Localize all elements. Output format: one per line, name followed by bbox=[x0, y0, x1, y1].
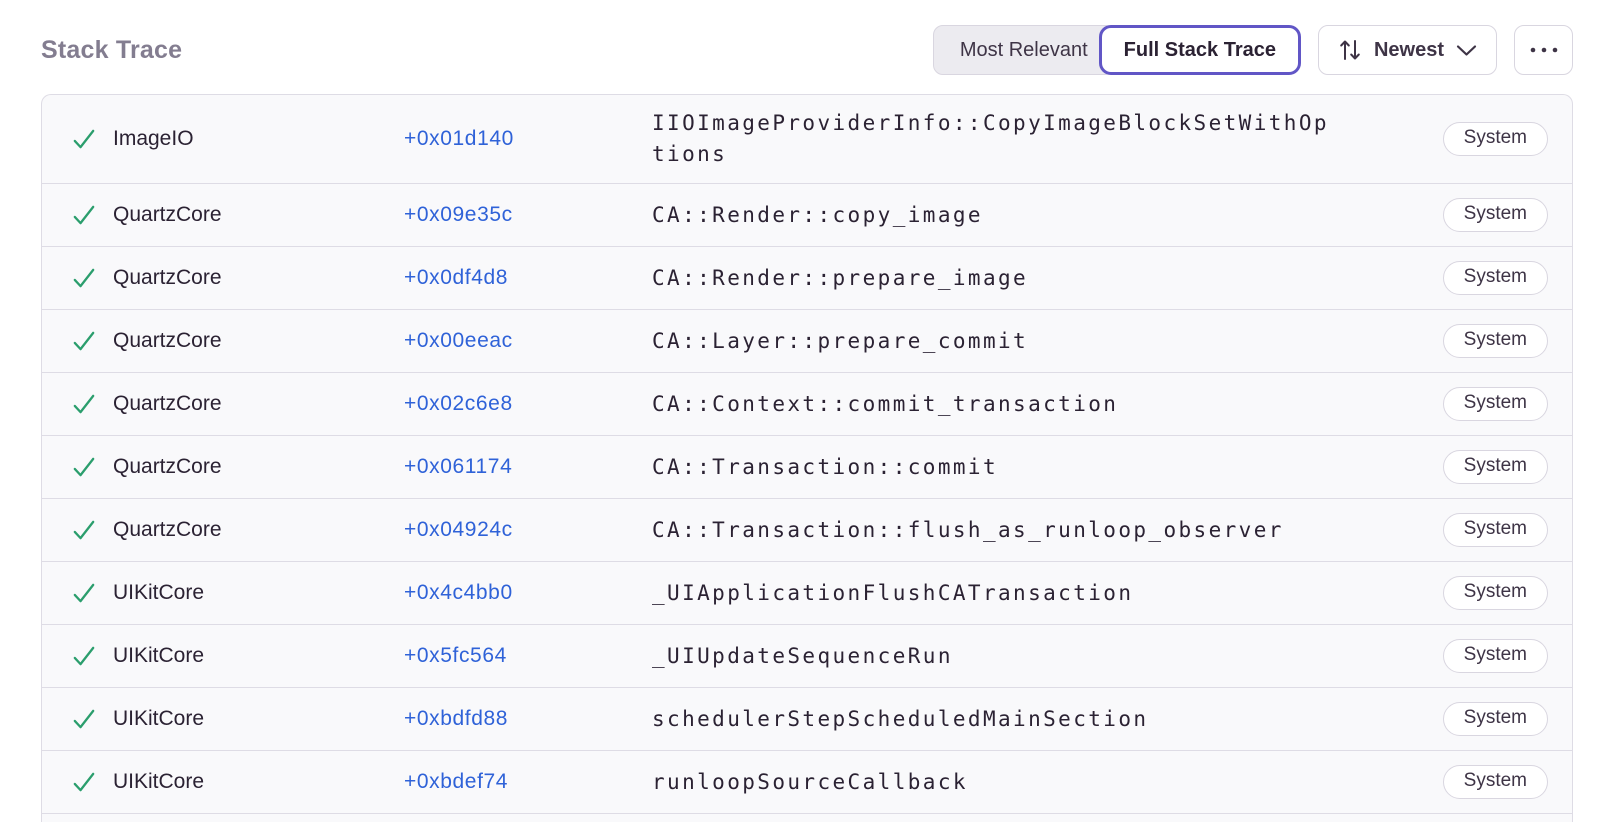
frame-badge: System bbox=[1442, 387, 1548, 421]
frame-function: CA::Layer::prepare_commit bbox=[652, 328, 1029, 353]
stack-frame-row[interactable]: UIKitCore +0x5fc564 _UIUpdateSequenceRun… bbox=[42, 624, 1572, 687]
full-stack-trace-button[interactable]: Full Stack Trace bbox=[1098, 25, 1301, 75]
frame-module: ImageIO bbox=[113, 127, 194, 150]
frame-offset-link[interactable]: +0x4c4bb0 bbox=[404, 581, 513, 604]
stack-frame-row[interactable]: UIKitCore +0x4c4bb0 _UIApplicationFlushC… bbox=[42, 561, 1572, 624]
frame-status-check-icon bbox=[71, 328, 97, 354]
frame-status-check-icon bbox=[71, 580, 97, 606]
toolbar-controls: Most Relevant Full Stack Trace Newest bbox=[932, 25, 1573, 75]
frame-function: CA::Transaction::flush_as_runloop_observ… bbox=[652, 517, 1284, 542]
frame-offset-link[interactable]: +0xbdef74 bbox=[404, 770, 509, 793]
frame-offset-link[interactable]: +0x5fc564 bbox=[404, 644, 507, 667]
frame-offset-link[interactable]: +0x0df4d8 bbox=[404, 266, 509, 289]
frame-status-check-icon bbox=[71, 643, 97, 669]
frame-function: schedulerStepScheduledMainSection bbox=[652, 706, 1149, 731]
frame-badge: System bbox=[1442, 765, 1548, 799]
sort-dropdown-label: Newest bbox=[1373, 38, 1444, 61]
frame-module: UIKitCore bbox=[113, 770, 205, 793]
sort-arrows-icon bbox=[1338, 37, 1362, 63]
frame-badge: System bbox=[1442, 702, 1548, 736]
page-title: Stack Trace bbox=[41, 35, 183, 64]
frame-module: QuartzCore bbox=[113, 455, 222, 478]
frame-function: IIOImageProviderInfo::CopyImageBlockSetW… bbox=[652, 111, 1329, 166]
frame-module: UIKitCore bbox=[113, 581, 205, 604]
frame-offset-link[interactable]: +0x09e35c bbox=[404, 203, 513, 226]
stack-trace-toolbar: Stack Trace Most Relevant Full Stack Tra… bbox=[41, 24, 1573, 76]
stack-frame-row[interactable]: ImageIO +0x01d140 IIOImageProviderInfo::… bbox=[42, 95, 1572, 183]
frame-function: _UIApplicationFlushCATransaction bbox=[652, 580, 1134, 605]
frame-badge: System bbox=[1442, 513, 1548, 547]
most-relevant-label: Most Relevant bbox=[959, 38, 1088, 61]
frame-status-check-icon bbox=[71, 769, 97, 795]
system-badge: System bbox=[1442, 324, 1548, 358]
frame-status-check-icon bbox=[71, 454, 97, 480]
frame-badge: System bbox=[1442, 450, 1548, 484]
ellipsis-icon bbox=[1529, 46, 1559, 54]
stack-frame-row[interactable]: QuartzCore +0x04924c CA::Transaction::fl… bbox=[42, 498, 1572, 561]
more-options-button[interactable] bbox=[1514, 25, 1573, 75]
frame-badge: System bbox=[1442, 324, 1548, 358]
stack-frame-row[interactable]: QuartzCore +0x02c6e8 CA::Context::commit… bbox=[42, 372, 1572, 435]
stack-frame-row[interactable]: UIKitCore +0xbdef74 runloopSourceCallbac… bbox=[42, 750, 1572, 813]
stack-frame-row[interactable]: QuartzCore +0x09e35c CA::Render::copy_im… bbox=[42, 183, 1572, 246]
frame-status-check-icon bbox=[71, 265, 97, 291]
system-badge: System bbox=[1442, 513, 1548, 547]
stack-trace-table: ImageIO +0x01d140 IIOImageProviderInfo::… bbox=[41, 94, 1573, 822]
frame-offset-link[interactable]: +0x04924c bbox=[404, 518, 513, 541]
system-badge: System bbox=[1442, 261, 1548, 295]
frame-badge: System bbox=[1442, 576, 1548, 610]
frame-function: CA::Transaction::commit bbox=[652, 454, 998, 479]
frame-function: CA::Render::copy_image bbox=[652, 202, 983, 227]
stack-frame-row[interactable]: UIKitCore +0xbdfd88 schedulerStepSchedul… bbox=[42, 687, 1572, 750]
system-badge: System bbox=[1442, 450, 1548, 484]
stack-frame-row[interactable]: QuartzCore +0x00eeac CA::Layer::prepare_… bbox=[42, 309, 1572, 372]
frame-offset-link[interactable]: +0x00eeac bbox=[404, 329, 513, 352]
frame-status-check-icon bbox=[71, 517, 97, 543]
system-badge: System bbox=[1442, 765, 1548, 799]
frame-function: CA::Context::commit_transaction bbox=[652, 391, 1119, 416]
frame-module: QuartzCore bbox=[113, 518, 222, 541]
stack-frame-row[interactable]: QuartzCore +0x061174 CA::Transaction::co… bbox=[42, 435, 1572, 498]
sort-dropdown-button[interactable]: Newest bbox=[1317, 25, 1497, 75]
frame-function: _UIUpdateSequenceRun bbox=[652, 643, 953, 668]
chevron-down-icon bbox=[1456, 44, 1477, 57]
frame-function: CA::Render::prepare_image bbox=[652, 265, 1029, 290]
frame-module: QuartzCore bbox=[113, 392, 222, 415]
frame-module: UIKitCore bbox=[113, 707, 205, 730]
frame-offset-link[interactable]: +0xbdfd88 bbox=[404, 707, 509, 730]
frame-function: runloopSourceCallback bbox=[652, 769, 968, 794]
frame-module: UIKitCore bbox=[113, 644, 205, 667]
frame-status-check-icon bbox=[71, 706, 97, 732]
system-badge: System bbox=[1442, 198, 1548, 232]
frame-status-check-icon bbox=[71, 391, 97, 417]
system-badge: System bbox=[1442, 387, 1548, 421]
frame-module: QuartzCore bbox=[113, 266, 222, 289]
system-badge: System bbox=[1442, 702, 1548, 736]
frame-badge: System bbox=[1442, 261, 1548, 295]
frame-status-check-icon bbox=[71, 202, 97, 228]
table-row-partial bbox=[42, 813, 1572, 822]
frame-offset-link[interactable]: +0x061174 bbox=[404, 455, 513, 478]
view-toggle: Most Relevant Full Stack Trace bbox=[932, 25, 1301, 75]
system-badge: System bbox=[1442, 122, 1548, 156]
frame-offset-link[interactable]: +0x01d140 bbox=[404, 127, 514, 150]
system-badge: System bbox=[1442, 576, 1548, 610]
full-stack-trace-label: Full Stack Trace bbox=[1123, 38, 1276, 61]
frame-module: QuartzCore bbox=[113, 329, 222, 352]
frame-offset-link[interactable]: +0x02c6e8 bbox=[404, 392, 513, 415]
stack-frame-row[interactable]: QuartzCore +0x0df4d8 CA::Render::prepare… bbox=[42, 246, 1572, 309]
frame-module: QuartzCore bbox=[113, 203, 222, 226]
frame-badge: System bbox=[1442, 198, 1548, 232]
frame-badge: System bbox=[1442, 122, 1548, 156]
system-badge: System bbox=[1442, 639, 1548, 673]
most-relevant-button[interactable]: Most Relevant bbox=[932, 25, 1115, 75]
frame-status-check-icon bbox=[71, 126, 97, 152]
frame-badge: System bbox=[1442, 639, 1548, 673]
